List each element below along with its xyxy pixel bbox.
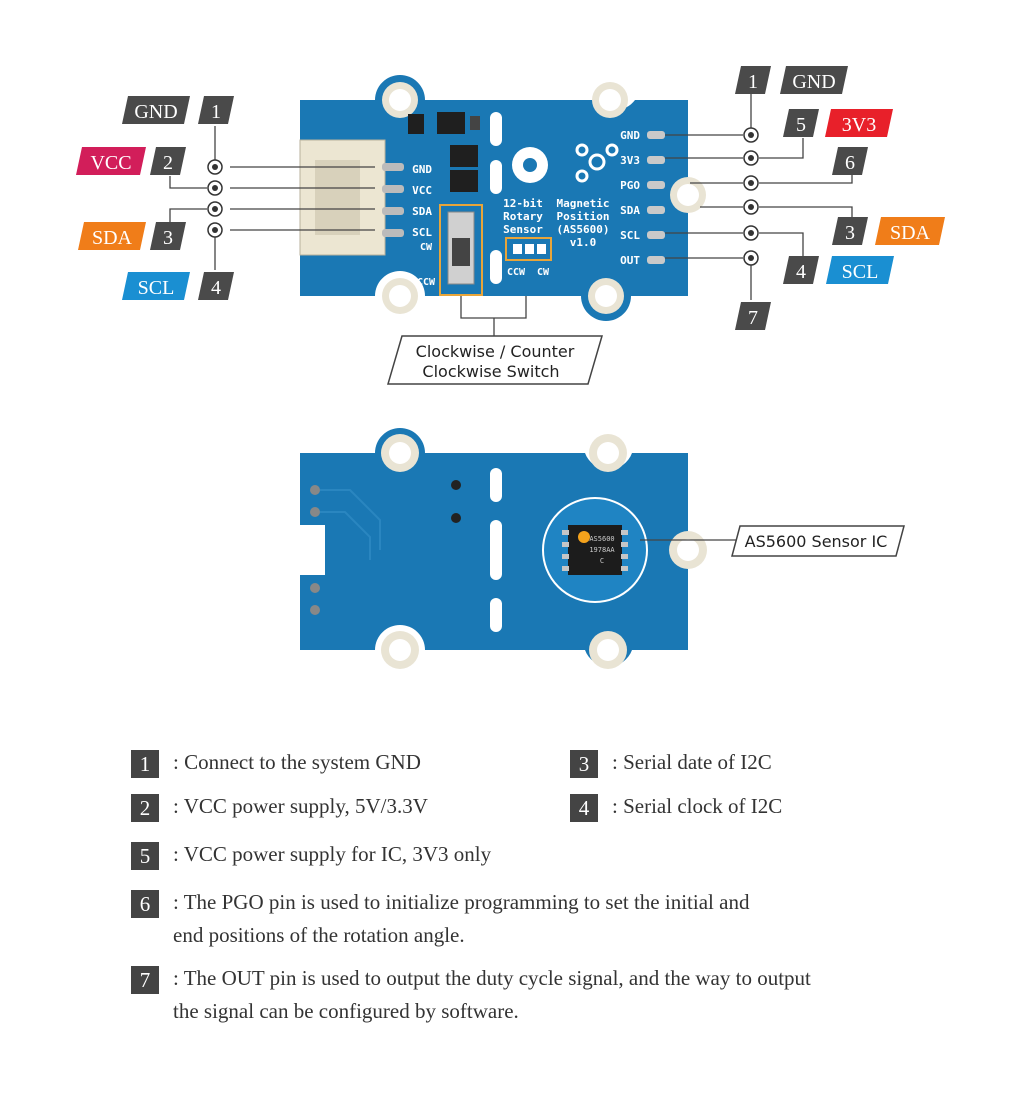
right-num-6: 6 [832, 147, 868, 175]
left-vcc-label: VCC [76, 147, 146, 175]
switch-callout-line1: Clockwise / Counter [416, 342, 575, 361]
grove-connector [299, 139, 404, 256]
legend-badge-2: 2 [131, 794, 159, 822]
right-num-4: 4 [783, 256, 819, 284]
left-num-2: 2 [150, 147, 186, 175]
right-pin-circles [743, 127, 759, 266]
legend-text-2: : VCC power supply, 5V/3.3V [173, 794, 428, 818]
silk-title-6: (AS5600) [557, 223, 610, 236]
chip-text-3: C [600, 557, 604, 565]
chip-text-1: AS5600 [589, 535, 614, 543]
svg-text:SCL: SCL [138, 277, 175, 299]
silk-cw-left: CW [420, 242, 433, 253]
silk-out-right: OUT [620, 254, 640, 267]
svg-text:SDA: SDA [890, 222, 931, 244]
left-pinout [169, 126, 375, 270]
legend-badge-7: 7 [131, 966, 159, 994]
silk-gnd-left: GND [412, 163, 432, 176]
legend-text-6: : The PGO pin is used to initialize prog… [173, 890, 750, 947]
silk-ccw-right: CCW [507, 267, 526, 278]
svg-text:3V3: 3V3 [842, 114, 876, 136]
silk-title-4: Magnetic [557, 197, 610, 210]
silk-title-1: 12-bit [503, 197, 543, 210]
front-board: GND VCC SDA SCL CW CCW 12-bit Rotary Sen… [299, 75, 706, 321]
legend-item-6: 6 : The PGO pin is used to initialize pr… [131, 890, 749, 952]
svg-text:GND: GND [792, 71, 835, 93]
right-3v3-label: 3V3 [825, 109, 893, 137]
legend-item-2: 2 : VCC power supply, 5V/3.3V [131, 794, 428, 823]
sensor-callout: AS5600 Sensor IC [640, 525, 905, 557]
back-board: AS5600 1978AA C [300, 428, 707, 669]
module-diagram: GND VCC SDA SCL CW CCW 12-bit Rotary Sen… [76, 66, 945, 669]
left-pin-circles [207, 159, 223, 238]
left-num-3: 3 [150, 222, 186, 250]
svg-text:2: 2 [163, 152, 173, 174]
switch-callout: Clockwise / Counter Clockwise Switch [387, 296, 603, 385]
right-sda-label: SDA [875, 217, 945, 245]
legend-text-1: : Connect to the system GND [173, 750, 421, 774]
legend-text-7: : The OUT pin is used to output the duty… [173, 966, 811, 1023]
right-scl-label: SCL [826, 256, 894, 284]
legend-text-4: : Serial clock of I2C [612, 794, 783, 818]
legend-item-7: 7 : The OUT pin is used to output the du… [131, 966, 811, 1028]
svg-text:3: 3 [845, 222, 855, 244]
silk-scl-left: SCL [412, 226, 432, 239]
legend-badge-3: 3 [570, 750, 598, 778]
legend-item-5: 5 : VCC power supply for IC, 3V3 only [131, 842, 491, 871]
svg-text:7: 7 [748, 307, 758, 329]
silk-sda-left: SDA [412, 205, 432, 218]
svg-text:GND: GND [134, 101, 177, 123]
svg-text:VCC: VCC [90, 152, 131, 174]
legend-badge-6: 6 [131, 890, 159, 918]
silk-pgo-right: PGO [620, 179, 640, 192]
legend: 1 : Connect to the system GND 3 : Serial… [0, 740, 1024, 1104]
chip-text-2: 1978AA [589, 546, 615, 554]
right-gnd-label: GND [780, 66, 848, 94]
legend-item-1: 1 : Connect to the system GND [131, 750, 421, 779]
silk-ccw-left: CCW [417, 277, 436, 288]
right-num-3: 3 [832, 217, 868, 245]
silk-gnd-right: GND [620, 129, 640, 142]
legend-item-4: 4 : Serial clock of I2C [570, 794, 782, 823]
direction-switch: CW CCW [417, 204, 483, 296]
molecule-icon [575, 143, 619, 183]
silk-cw-right: CW [537, 267, 550, 278]
legend-item-3: 3 : Serial date of I2C [570, 750, 772, 779]
svg-text:5: 5 [796, 114, 806, 136]
right-num-7: 7 [735, 302, 771, 330]
right-num-5: 5 [783, 109, 819, 137]
left-scl-label: SCL [122, 272, 190, 300]
silk-3v3-right: 3V3 [620, 154, 640, 167]
svg-text:6: 6 [845, 152, 855, 174]
silk-scl-right: SCL [620, 229, 640, 242]
silk-title-7: v1.0 [570, 236, 597, 249]
legend-badge-5: 5 [131, 842, 159, 870]
silk-title-2: Rotary [503, 210, 543, 223]
svg-text:1: 1 [748, 71, 758, 93]
legend-text-5: : VCC power supply for IC, 3V3 only [173, 842, 492, 866]
right-pinout [665, 94, 853, 300]
right-num-1: 1 [735, 66, 771, 94]
sensor-ic: AS5600 1978AA C [542, 497, 648, 603]
silk-title-3: Sensor [503, 223, 543, 236]
silk-title-5: Position [557, 210, 610, 223]
silk-vcc-left: VCC [412, 184, 432, 197]
svg-text:SDA: SDA [92, 227, 133, 249]
svg-text:4: 4 [796, 261, 806, 283]
legend-text-3: : Serial date of I2C [612, 750, 772, 774]
switch-callout-line2: Clockwise Switch [422, 362, 559, 381]
svg-text:4: 4 [211, 277, 221, 299]
sensor-callout-label: AS5600 Sensor IC [745, 532, 888, 551]
legend-badge-1: 1 [131, 750, 159, 778]
svg-text:SCL: SCL [842, 261, 879, 283]
svg-text:3: 3 [163, 227, 173, 249]
svg-text:1: 1 [211, 101, 221, 123]
left-sda-label: SDA [78, 222, 146, 250]
legend-badge-4: 4 [570, 794, 598, 822]
left-num-1: 1 [198, 96, 234, 124]
left-num-4: 4 [198, 272, 234, 300]
gear-icon [512, 147, 548, 183]
left-gnd-label: GND [122, 96, 190, 124]
silk-sda-right: SDA [620, 204, 640, 217]
